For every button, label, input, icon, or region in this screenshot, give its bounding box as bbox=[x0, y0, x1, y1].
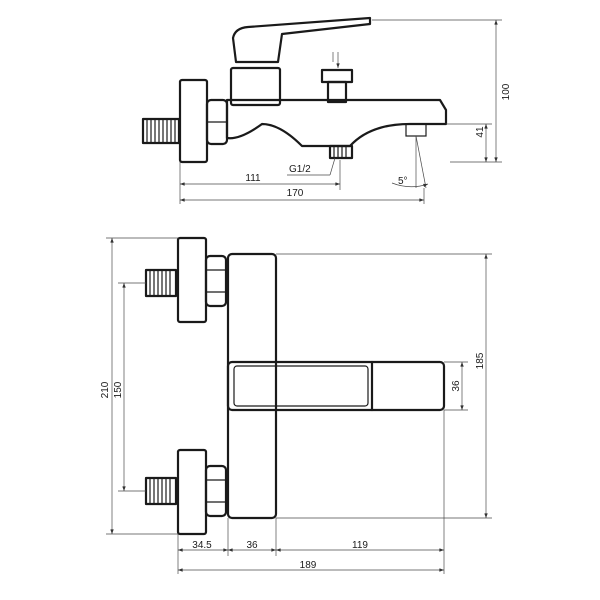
dim-body-width: 36 bbox=[246, 540, 258, 551]
dim-side-inlet-length: 111 bbox=[245, 173, 261, 184]
side-diverter-knob bbox=[320, 52, 354, 104]
dim-side-spout-height: 41 bbox=[475, 126, 486, 138]
dim-side-total-length: 170 bbox=[287, 188, 304, 199]
top-upper-inlet bbox=[144, 236, 228, 324]
dim-top-total-width: 189 bbox=[300, 560, 317, 571]
top-lever bbox=[226, 360, 446, 412]
dim-lever-width: 36 bbox=[451, 380, 462, 392]
top-view: 210 150 185 36 34.5 36 119 189 bbox=[100, 236, 492, 574]
dim-inlet-centers: 150 bbox=[113, 381, 124, 398]
side-inlet-thread bbox=[141, 117, 181, 145]
side-view: 100 41 G1/2 5° 111 170 bbox=[141, 16, 512, 204]
dim-top-height-total: 210 bbox=[100, 381, 111, 398]
dim-top-body-height: 185 bbox=[475, 352, 486, 369]
dim-side-height-total: 100 bbox=[501, 83, 512, 100]
dim-inlet-width: 34.5 bbox=[192, 540, 212, 551]
top-lower-inlet bbox=[144, 448, 228, 536]
dim-lever-length: 119 bbox=[352, 540, 368, 551]
dim-thread-size: G1/2 bbox=[289, 164, 311, 175]
side-spout-outlet bbox=[405, 123, 427, 137]
dim-spout-angle: 5° bbox=[398, 176, 408, 187]
side-body bbox=[225, 16, 448, 148]
top-body bbox=[226, 252, 278, 520]
side-connector-nut bbox=[178, 78, 229, 164]
side-bottom-thread bbox=[328, 144, 354, 160]
